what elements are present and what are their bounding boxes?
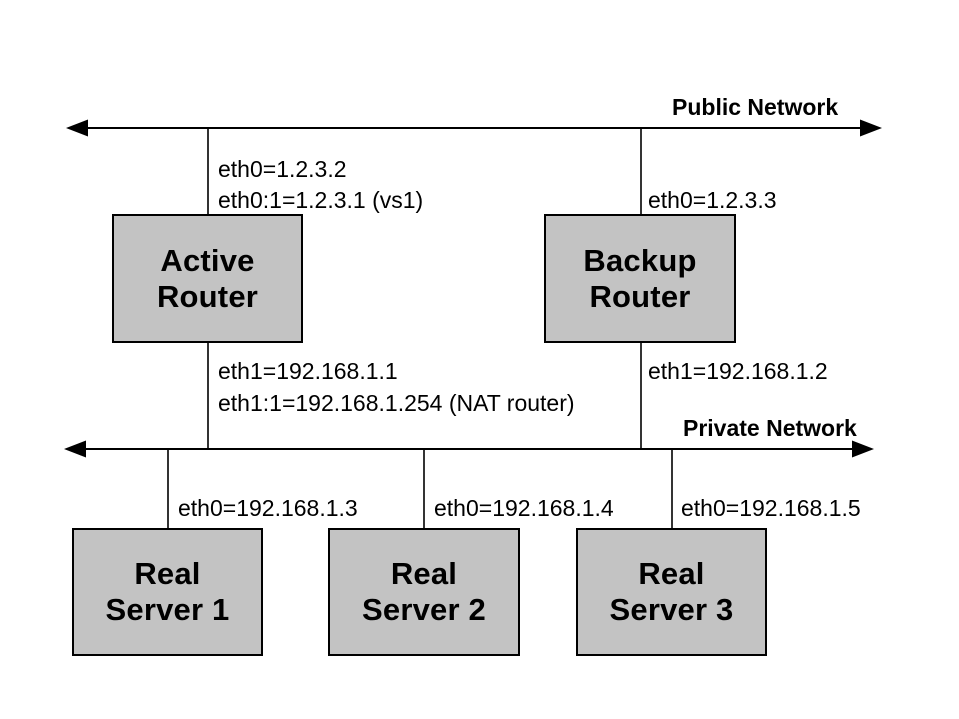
backup-router-eth1-label: eth1=192.168.1.2: [648, 358, 828, 384]
real-server-3-label-line1: Real: [638, 556, 705, 591]
real-server-3-label-line2: Server 3: [609, 592, 734, 627]
real-server-2-eth0-label: eth0=192.168.1.4: [434, 495, 614, 521]
private-network-label: Private Network: [683, 415, 857, 441]
real-server-2-label-line1: Real: [390, 556, 458, 591]
private-network-left-arrow-icon: [64, 440, 86, 458]
backup-router-node: Backup Router: [544, 214, 736, 343]
active-router-eth1-alias-label: eth1:1=192.168.1.254 (NAT router): [218, 390, 575, 416]
active-router-node: Active Router: [112, 214, 303, 343]
backup-router-eth0-label: eth0=1.2.3.3: [648, 187, 777, 213]
private-network-right-arrow-icon: [852, 440, 874, 458]
real-server-3-eth0-label: eth0=192.168.1.5: [681, 495, 861, 521]
active-router-eth1-label: eth1=192.168.1.1: [218, 358, 398, 384]
real-server-1-label-line2: Server 1: [105, 592, 230, 627]
public-network-right-arrow-icon: [860, 119, 882, 137]
real-server-1-node: Real Server 1: [72, 528, 263, 656]
real-server-2-node: Real Server 2: [328, 528, 520, 656]
active-router-eth0-label: eth0=1.2.3.2: [218, 156, 347, 182]
real-server-3-node: Real Server 3: [576, 528, 767, 656]
public-network-left-arrow-icon: [66, 119, 88, 137]
real-server-2-label-line2: Server 2: [362, 592, 486, 627]
real-server-1-eth0-label: eth0=192.168.1.3: [178, 495, 358, 521]
active-router-eth0-alias-label: eth0:1=1.2.3.1 (vs1): [218, 187, 424, 213]
active-router-label-line1: Active: [160, 242, 255, 278]
backup-router-label-line1: Backup: [583, 242, 697, 278]
real-server-1-label-line1: Real: [134, 556, 201, 591]
public-network-label: Public Network: [672, 94, 839, 120]
active-router-label-line2: Router: [156, 278, 259, 314]
backup-router-label-line2: Router: [589, 278, 691, 314]
